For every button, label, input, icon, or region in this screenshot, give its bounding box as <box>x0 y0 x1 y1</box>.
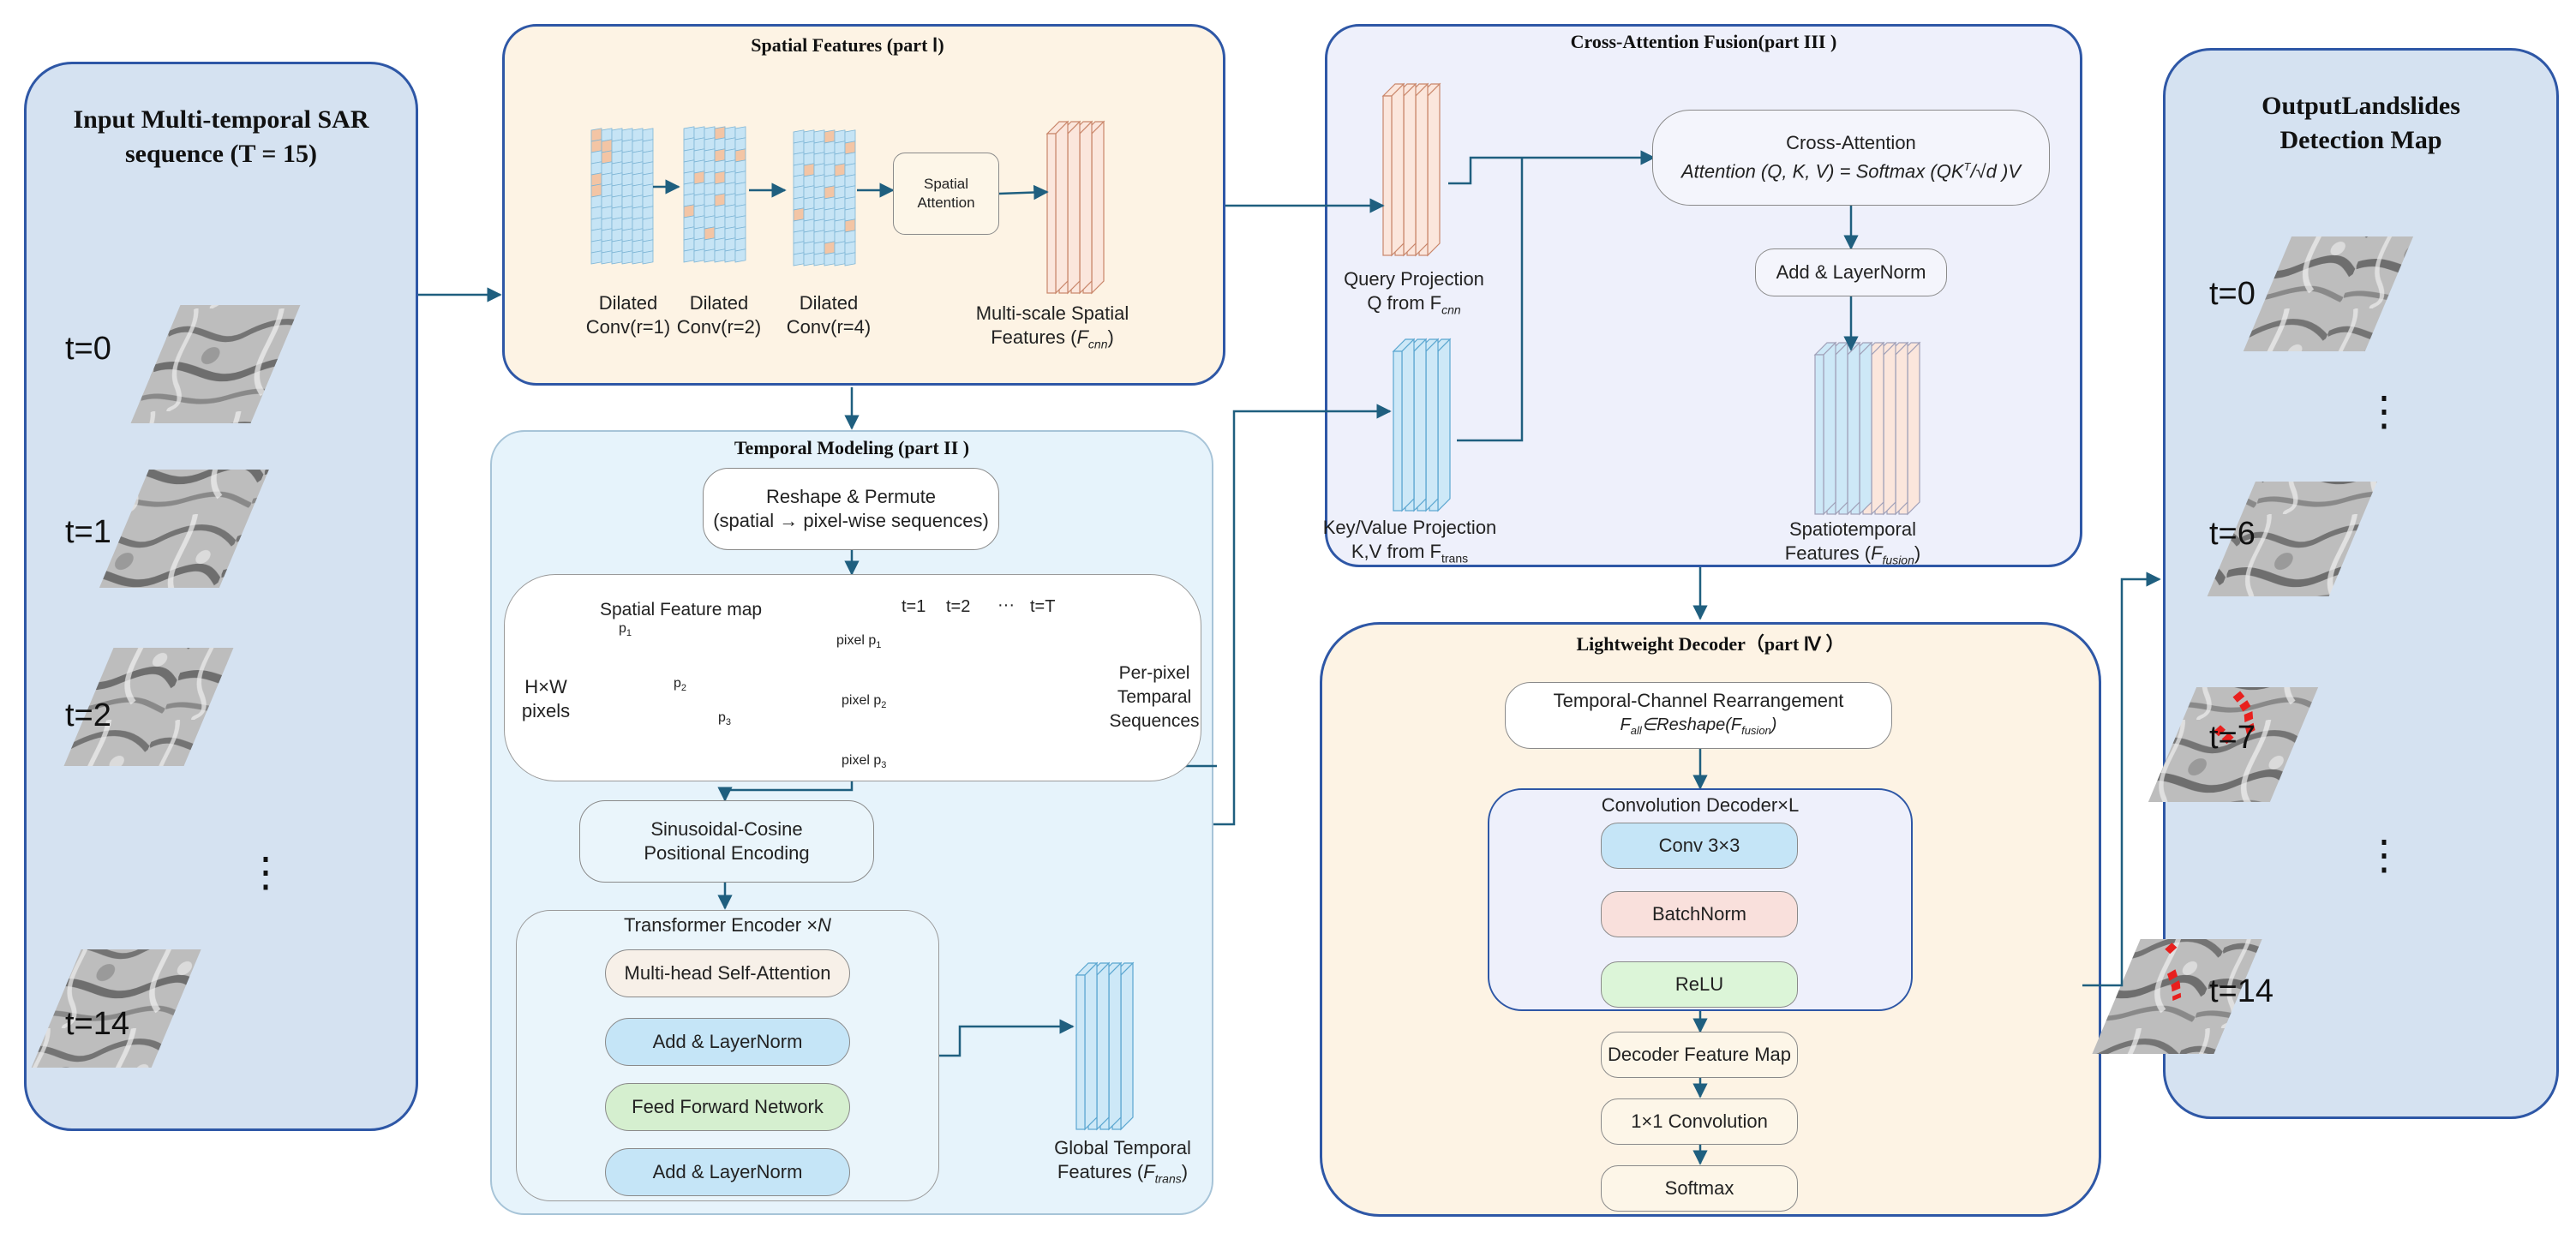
multiscale-features-stack <box>1045 120 1105 295</box>
pixel-p2-label: pixel p2 <box>842 693 887 711</box>
kv-projection-stack <box>1392 338 1452 512</box>
relu-box: ReLU <box>1601 961 1798 1008</box>
time-label-t2: t=2 <box>946 597 971 616</box>
output-map-t0 <box>2243 236 2414 351</box>
sar-image-t1 <box>99 470 269 588</box>
conv1x1-box: 1×1 Convolution <box>1601 1098 1798 1145</box>
decoder-feature-map-box: Decoder Feature Map <box>1601 1032 1798 1078</box>
output-ellipsis-1: ⋮ <box>2363 389 2405 434</box>
input-label-t1: t=1 <box>65 514 111 550</box>
output-ellipsis-2: ⋮ <box>2363 833 2405 878</box>
add-layernorm-1-box: Add & LayerNorm <box>605 1018 850 1066</box>
query-projection-stack <box>1381 82 1441 257</box>
sar-image-t0 <box>130 305 301 423</box>
mhsa-box: Multi-head Self-Attention <box>605 949 850 997</box>
add-layernorm-2-box: Add & LayerNorm <box>605 1148 850 1196</box>
grid-p3: p3 <box>718 710 732 728</box>
multiscale-features-label: Multi-scale Spatial Features (Fcnn) <box>975 302 1129 351</box>
grid-p2: p2 <box>674 676 687 694</box>
pixel-p1-label: pixel p1 <box>836 633 882 651</box>
softmax-box: Softmax <box>1601 1165 1798 1212</box>
rearrangement-box: Temporal-Channel Rearrangement Fall∈Resh… <box>1505 682 1892 749</box>
time-label-tT: t=T <box>1030 597 1056 616</box>
conv-decoder-title: Convolution Decoder×L <box>1601 794 1800 816</box>
output-map-t6 <box>2207 482 2377 596</box>
time-label-dots: ··· <box>997 596 1015 614</box>
grid-p1: p1 <box>619 621 632 639</box>
output-label-t7: t=7 <box>2209 720 2255 756</box>
global-temporal-stack <box>1075 961 1135 1131</box>
conv3x3-box: Conv 3×3 <box>1601 823 1798 869</box>
output-label-t14: t=14 <box>2209 973 2274 1009</box>
dilated-conv-r1-grid <box>590 128 654 265</box>
fusion-title: Cross-Attention Fusion(part III ) <box>1570 31 1837 52</box>
sar-image-t2 <box>63 648 234 766</box>
input-ellipsis: ⋮ <box>245 850 286 895</box>
temporal-title: Temporal Modeling (part II ) <box>734 437 970 458</box>
global-temporal-label: Global Temporal Features (Ftrans) <box>1054 1137 1191 1186</box>
dilated-conv-r4-grid <box>793 129 856 266</box>
pixel-p3-label: pixel p3 <box>842 753 887 771</box>
spatiotemporal-label: Spatiotemporal Features (Ffusion) <box>1784 518 1921 567</box>
feature-map-container <box>504 574 1201 781</box>
decoder-title: Lightweight Decoder（part Ⅳ ） <box>1576 633 1845 655</box>
cross-attention-box: Cross-Attention Attention (Q, K, V) = So… <box>1652 110 2050 206</box>
fusion-add-layernorm-box: Add & LayerNorm <box>1755 248 1947 296</box>
transformer-encoder-title: Transformer Encoder ×N <box>624 914 831 936</box>
spatial-feature-map-label: Spatial Feature map <box>600 600 763 620</box>
output-label-t6: t=6 <box>2209 516 2255 552</box>
dilated-conv-r2-grid <box>683 126 746 263</box>
spatiotemporal-features-stack <box>1813 341 1921 516</box>
sar-image-t14 <box>31 949 201 1068</box>
ffn-box: Feed Forward Network <box>605 1083 850 1131</box>
kv-projection-label: Key/Value Projection K,V from Ftrans <box>1322 517 1497 566</box>
batchnorm-box: BatchNorm <box>1601 891 1798 937</box>
output-label-t0: t=0 <box>2209 276 2255 312</box>
time-label-t1: t=1 <box>902 597 926 616</box>
output-map-t14 <box>2092 939 2262 1054</box>
input-label-t0: t=0 <box>65 331 111 367</box>
output-map-t7 <box>2148 687 2319 802</box>
input-label-t14: t=14 <box>65 1006 130 1042</box>
spatial-title: Spatial Features (part Ⅰ) <box>751 34 944 56</box>
reshape-permute-box: Reshape & Permute(spatial → pixel-wise s… <box>703 468 999 550</box>
query-projection-label: Query Projection Q from Fcnn <box>1344 268 1484 317</box>
input-label-t2: t=2 <box>65 697 111 733</box>
